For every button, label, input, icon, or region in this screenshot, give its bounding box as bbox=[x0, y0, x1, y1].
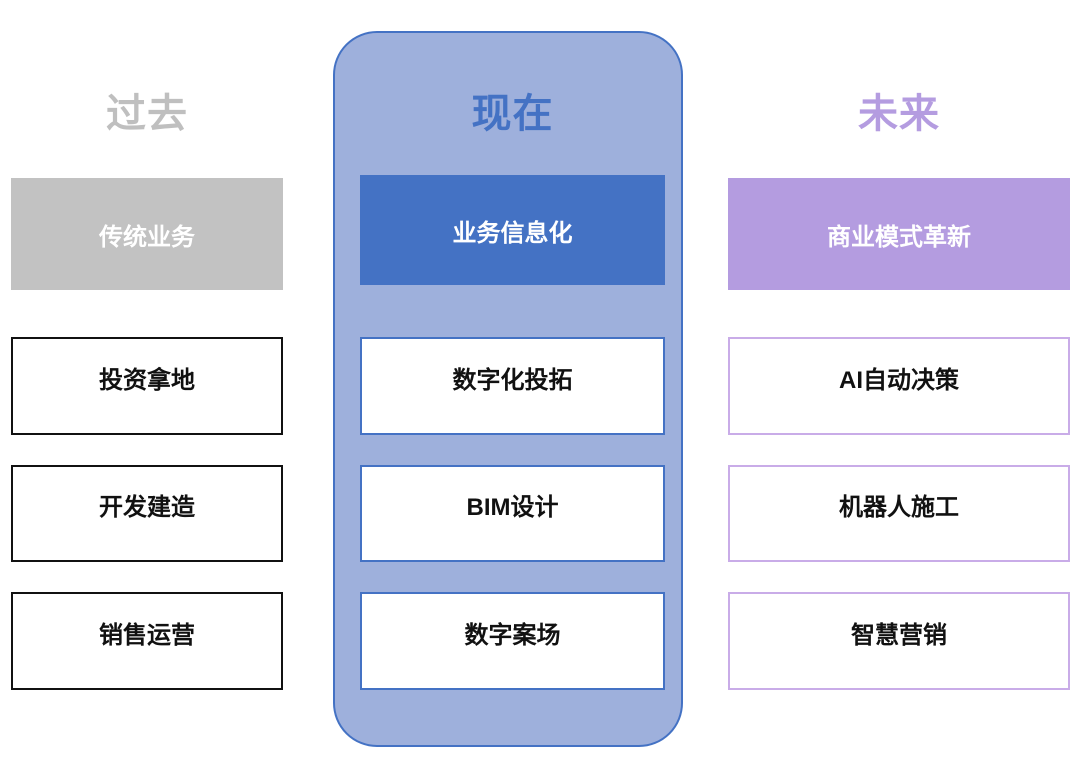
column-heading-past: 过去 bbox=[106, 92, 188, 136]
item-box-present-2[interactable]: 数字案场 bbox=[360, 592, 665, 690]
column-heading-future: 未来 bbox=[858, 92, 940, 136]
item-box-past-2[interactable]: 销售运营 bbox=[11, 592, 283, 690]
item-label: 机器人施工 bbox=[839, 494, 959, 521]
item-box-future-0[interactable]: AI自动决策 bbox=[728, 337, 1070, 435]
item-box-present-1[interactable]: BIM设计 bbox=[360, 465, 665, 562]
item-label: 销售运营 bbox=[99, 621, 195, 649]
item-box-future-2[interactable]: 智慧营销 bbox=[728, 592, 1070, 690]
item-label: BIM设计 bbox=[466, 494, 559, 521]
column-heading-present: 现在 bbox=[471, 92, 554, 136]
item-box-past-1[interactable]: 开发建造 bbox=[11, 465, 283, 562]
item-label: AI自动决策 bbox=[839, 366, 959, 394]
item-box-present-0[interactable]: 数字化投拓 bbox=[360, 337, 665, 435]
item-label: 智慧营销 bbox=[851, 621, 947, 649]
item-box-future-1[interactable]: 机器人施工 bbox=[728, 465, 1070, 562]
banner-past: 传统业务 bbox=[11, 178, 283, 290]
banner-present: 业务信息化 bbox=[360, 175, 665, 285]
banner-future-label: 商业模式革新 bbox=[827, 223, 971, 251]
item-label: 数字化投拓 bbox=[452, 366, 573, 394]
banner-future: 商业模式革新 bbox=[728, 178, 1070, 290]
item-label: 投资拿地 bbox=[99, 366, 195, 394]
item-label: 开发建造 bbox=[99, 494, 195, 521]
banner-present-label: 业务信息化 bbox=[452, 219, 573, 247]
item-label: 数字案场 bbox=[464, 621, 561, 649]
banner-past-label: 传统业务 bbox=[99, 223, 195, 251]
item-box-past-0[interactable]: 投资拿地 bbox=[11, 337, 283, 435]
